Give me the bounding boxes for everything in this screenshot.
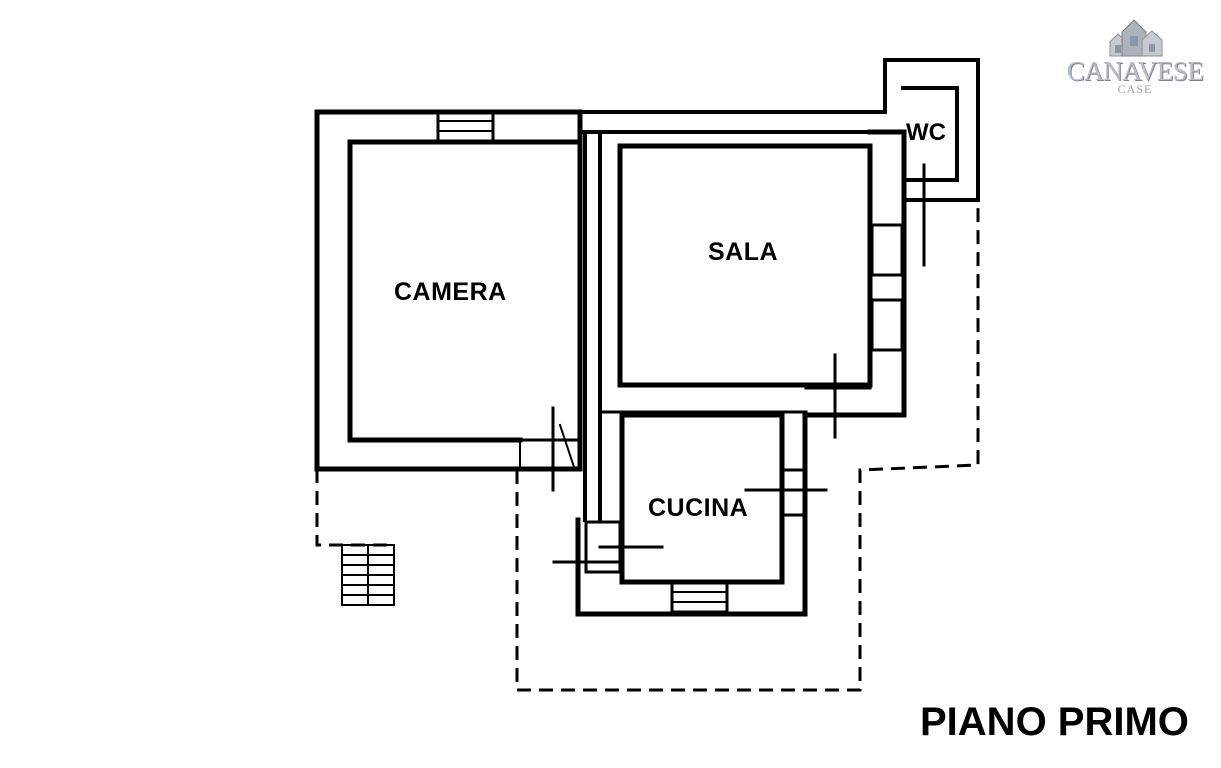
window-sala-right-2	[870, 298, 904, 352]
sala-inner-wall	[617, 143, 873, 388]
window-sala-right-1	[870, 223, 904, 277]
door-mark-sala	[804, 353, 872, 439]
floor-title: PIANO PRIMO	[920, 700, 1189, 744]
staircase	[341, 544, 395, 606]
top-wall	[578, 110, 887, 134]
window-cucina-right	[780, 468, 806, 517]
door-mark-cucina-left	[552, 545, 664, 564]
wall-lines	[314, 58, 980, 617]
cucina-inner-wall	[619, 412, 785, 585]
window-cucina-bottom	[670, 580, 729, 614]
right-wall	[803, 129, 907, 418]
room-label-sala: SALA	[708, 238, 779, 266]
door-mark-camera	[518, 406, 582, 492]
room-label-cucina: CUCINA	[648, 494, 749, 522]
logo-sub: CASE	[1117, 82, 1153, 96]
window-top	[436, 110, 495, 144]
central-partition	[583, 130, 602, 522]
brand-logo: CANAVESE CASE	[1060, 14, 1210, 100]
houses-icon	[1109, 19, 1163, 57]
door-mark-corridor	[519, 423, 577, 472]
room-label-camera: CAMERA	[394, 278, 507, 306]
wc-outer-wall	[883, 58, 980, 202]
logo-name: CANAVESE	[1066, 56, 1204, 86]
terrace-outline	[315, 200, 980, 692]
wc-inner-wall	[901, 86, 959, 182]
room-label-wc: WC	[906, 119, 946, 146]
